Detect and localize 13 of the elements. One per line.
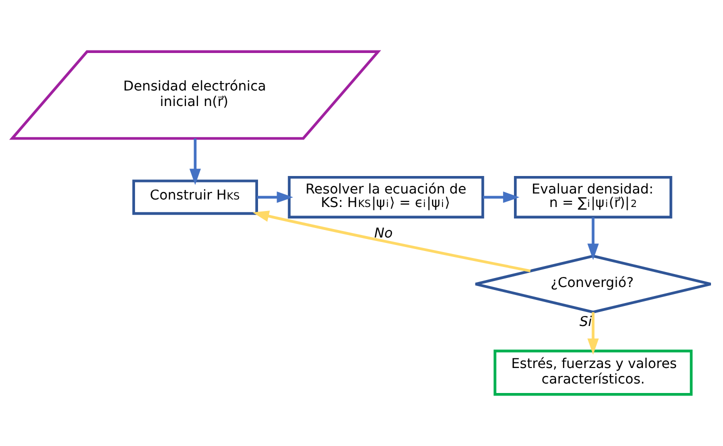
arrow	[257, 192, 294, 203]
node-box: Estrés, fuerzas y valores característicos.	[494, 350, 693, 396]
edge-label: Si	[580, 314, 592, 330]
arrow	[483, 192, 520, 203]
node-box: Evaluar densidad: n = ∑i|ψi(r⃗)|2	[514, 176, 672, 218]
arrow	[587, 312, 599, 355]
arrow	[587, 217, 599, 260]
arrow	[252, 210, 531, 272]
node-box: Resolver la ecuación de KS: HKS|ψi⟩ = ϵi|ψi⟩	[288, 176, 484, 218]
node-box: Construir HKS	[132, 180, 258, 215]
edge-label: No	[374, 226, 393, 242]
node-diamond: ¿Convergió?	[474, 254, 712, 314]
arrow	[189, 138, 201, 186]
